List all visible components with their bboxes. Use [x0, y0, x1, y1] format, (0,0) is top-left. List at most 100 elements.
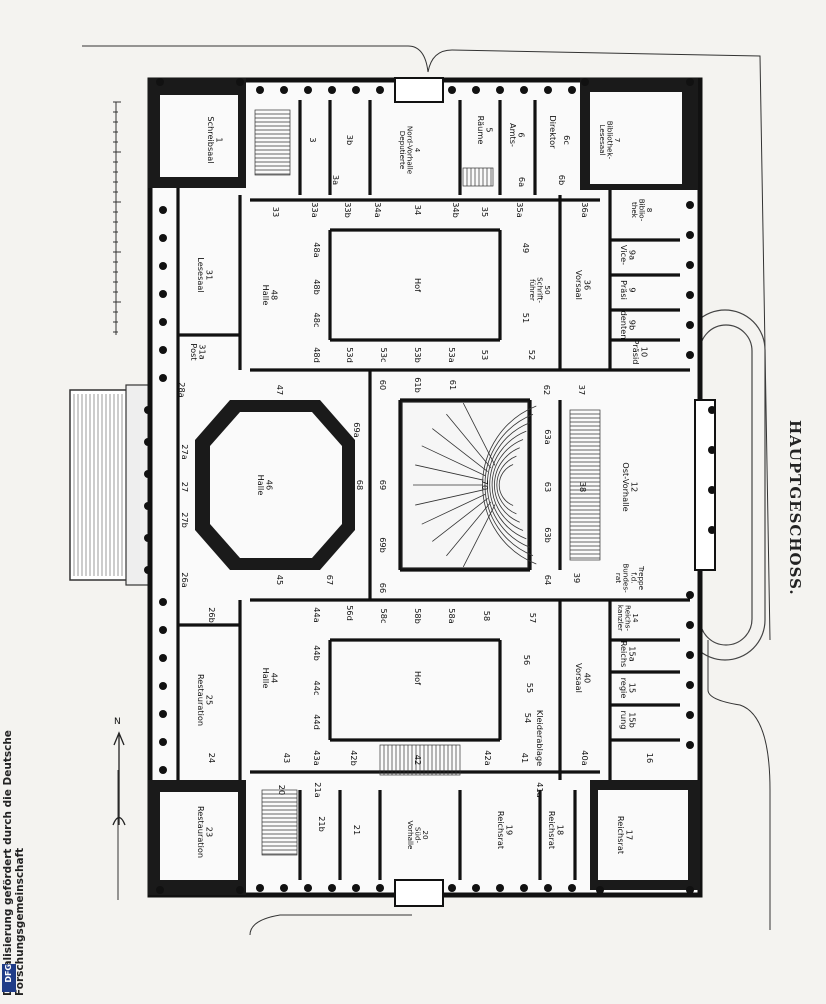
room-label-r45: 45 — [275, 575, 285, 585]
room-label-line: 9b — [627, 320, 637, 330]
seat-aisle — [432, 428, 488, 472]
room-label-line: 9a — [627, 250, 637, 260]
room-label-line: 58c — [379, 609, 389, 624]
room-label-line: 61b — [413, 377, 423, 393]
room-label-r46: 46Halle — [256, 475, 275, 496]
room-label-r67: 67 — [325, 575, 335, 585]
room-label-rtreppe: Treppef.d.Bundes-rat — [614, 563, 646, 593]
room-label-line: 21 — [352, 825, 362, 835]
room-label-r40: 40Vorsaal — [574, 663, 593, 693]
room-label-line: 28a — [177, 382, 187, 397]
room-label-r34b: 34b — [451, 202, 461, 218]
room-label-r18: 18Reichsrat — [547, 811, 566, 850]
column — [256, 884, 264, 892]
room-label-r42: 42 — [413, 755, 423, 765]
seat-row — [496, 455, 517, 515]
room-label-r53c: 53c — [379, 348, 389, 363]
room-label-line: 24 — [207, 753, 217, 763]
interior-walls — [176, 100, 690, 880]
room-label-rhof1: Hof — [413, 278, 423, 293]
staircase — [462, 167, 494, 187]
room-label-r61b: 61b — [413, 377, 423, 393]
room-label-line: 58b — [413, 608, 423, 624]
seat-aisle — [415, 464, 484, 481]
room-label-line: 63a — [543, 429, 553, 444]
room-label-line: 21b — [317, 816, 327, 832]
room-label-rklg: Kleiderablage — [535, 710, 545, 766]
room-label-r1: 1Schreibsaal — [206, 116, 225, 163]
column — [708, 486, 716, 494]
column — [328, 86, 336, 94]
room-label-line: 5 — [484, 127, 494, 132]
column — [159, 626, 167, 634]
room-label-line: Präsi — [619, 280, 629, 300]
room-label-line: Vorsaal — [574, 663, 584, 693]
column — [708, 526, 716, 534]
room-label-line: Hof — [413, 671, 423, 686]
room-label-r33a: 33a — [310, 202, 320, 217]
column — [159, 262, 167, 270]
room-label-r68: 68 — [355, 480, 365, 490]
column — [156, 886, 164, 894]
room-label-line: 57 — [528, 613, 538, 623]
room-label-line: 53a — [447, 347, 457, 362]
room-label-line: 1 — [214, 137, 224, 142]
column — [159, 318, 167, 326]
room-label-line: 3 — [308, 137, 318, 142]
room-label-line: Bibliothek- — [605, 121, 614, 160]
room-label-r3: 3 — [308, 137, 318, 142]
room-label-r28a: 28a — [177, 382, 187, 397]
column — [448, 86, 456, 94]
room-label-line: 53 — [480, 350, 490, 360]
room-label-line: 17 — [624, 830, 634, 840]
column — [544, 86, 552, 94]
column — [686, 741, 694, 749]
room-label-line: 33a — [310, 202, 320, 217]
room-label-line: Biblio- — [637, 199, 646, 222]
room-label-r63a: 63a — [543, 429, 553, 444]
room-label-r19: 19Reichsrat — [496, 811, 515, 850]
column — [144, 534, 152, 542]
room-label-r26b: 26b — [207, 607, 217, 623]
room-label-r33b: 33b — [343, 202, 353, 218]
room-label-line: 15b — [627, 712, 637, 728]
room-label-line: 68 — [355, 480, 365, 490]
room-label-line: 8 — [645, 208, 654, 213]
room-label-r42a: 42a — [483, 750, 493, 765]
room-label-r33: 33 — [271, 207, 281, 217]
room-label-r6b: 6b — [557, 175, 567, 185]
column — [144, 470, 152, 478]
room-label-r6a: 6a — [517, 177, 527, 187]
room-label-line: 67 — [325, 575, 335, 585]
room-label-line: 63 — [543, 482, 553, 492]
room-label-line: 38 — [578, 482, 588, 492]
column — [144, 502, 152, 510]
room-label-r42b: 42b — [349, 750, 359, 766]
room-label-r51: 51 — [521, 313, 531, 323]
room-label-line: führer — [528, 279, 537, 301]
seat-aisle — [421, 445, 486, 476]
staircase — [569, 409, 601, 561]
room-label-line: Reichsrat — [547, 811, 557, 850]
room-label-r69b: 69b — [378, 537, 388, 553]
room-label-r44a: 44a — [312, 607, 322, 622]
room-label-r34a: 34a — [373, 202, 383, 217]
column — [581, 78, 589, 86]
seat-row — [498, 464, 514, 506]
column — [159, 710, 167, 718]
room-label-r43: 43 — [282, 753, 292, 763]
column — [686, 201, 694, 209]
room-label-rdir: Direktor — [548, 115, 558, 149]
room-label-line: 36 — [582, 280, 592, 290]
column — [686, 711, 694, 719]
room-label-line: 25 — [204, 695, 214, 705]
room-label-r35a: 35a — [515, 202, 525, 217]
room-label-rhof2: Hof — [413, 671, 423, 686]
column — [686, 351, 694, 359]
room-label-r16: 16 — [645, 753, 655, 763]
seat-aisle — [432, 498, 488, 542]
room-label-line: 14 — [631, 613, 640, 623]
room-label-line: rung — [619, 711, 629, 730]
room-label-line: Schrift- — [535, 277, 544, 303]
